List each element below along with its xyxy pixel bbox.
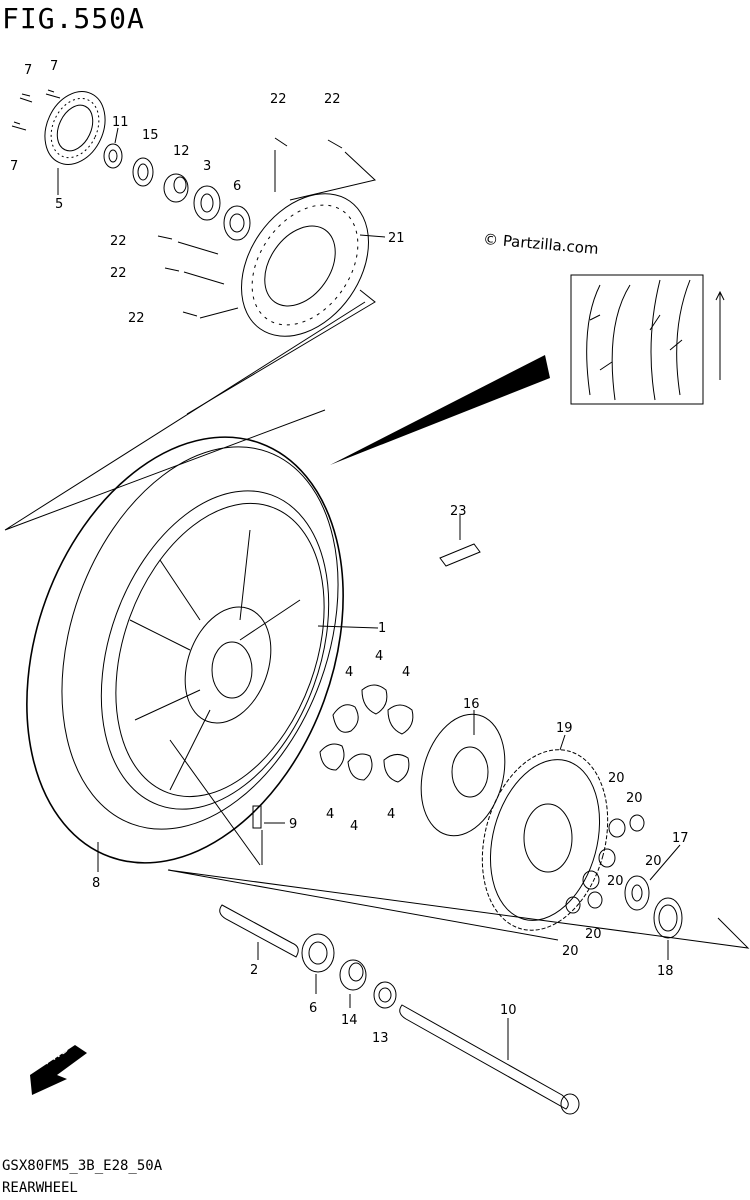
spacer-2 [219,904,299,960]
figure-caption: REARWHEEL [2,1180,78,1196]
balance-weight [439,515,481,567]
callout-11: 11 [112,115,129,130]
collar-12 [163,173,189,203]
callout-13: 13 [372,1031,389,1046]
callout-20-b: 20 [626,791,643,806]
callout-19: 19 [556,721,573,736]
callout-4-c: 4 [402,665,410,680]
callout-7-b: 7 [50,59,58,74]
inset-pointer [330,355,550,465]
callout-22-c: 22 [110,234,127,249]
callout-6-lower: 6 [309,1001,317,1016]
callout-9: 9 [289,817,297,832]
callout-22-b: 22 [324,92,341,107]
figure-code: GSX80FM5_3B_E28_50A [2,1158,163,1174]
callout-18: 18 [657,964,674,979]
valve-stem [252,805,285,829]
tread-inset [570,274,725,405]
sprocket-carrier [420,710,506,837]
callout-4-b: 4 [375,649,383,664]
rear-axle [399,1004,580,1115]
damper-rubbers [319,684,414,783]
callout-23: 23 [450,504,467,519]
callout-20-a: 20 [608,771,625,786]
callout-4-f: 4 [387,807,395,822]
spacer-15 [132,157,154,187]
callout-16: 16 [463,697,480,712]
bearing-17 [624,844,681,911]
collar-14 [339,959,367,1008]
callout-labels: 7 7 7 5 11 15 12 3 6 22 22 21 22 22 22 2… [10,59,689,1046]
abs-ring [44,91,106,165]
callout-3: 3 [203,159,211,174]
callout-14: 14 [341,1013,358,1028]
callout-21: 21 [388,231,405,246]
seal-6-lower [301,933,335,994]
callout-2: 2 [250,963,258,978]
callout-22-a: 22 [270,92,287,107]
callout-7-a: 7 [24,63,32,78]
bearing-13 [373,981,397,1009]
callout-4-e: 4 [350,819,358,834]
callout-8: 8 [92,876,100,891]
callout-20-e: 20 [562,944,579,959]
collar-18 [653,897,683,960]
callout-4-d: 4 [326,807,334,822]
seal-6-upper [223,205,251,241]
brake-disc [241,193,386,337]
callout-20-d: 20 [607,874,624,889]
rear-wheel [4,301,379,872]
bearing-3 [193,185,221,221]
ring-bolts [11,89,61,195]
callout-6-upper: 6 [233,179,241,194]
callout-4-a: 4 [345,665,353,680]
callout-22-e: 22 [128,311,145,326]
callout-5: 5 [55,197,63,212]
callout-20-c: 20 [645,854,662,869]
bearing-11 [103,127,123,169]
axle-guide-lines [167,869,750,949]
callout-22-d: 22 [110,266,127,281]
callout-10: 10 [500,1003,517,1018]
fwd-arrow: FWD [30,1041,87,1095]
disc-bolts [157,137,377,415]
callout-7-c: 7 [10,159,18,174]
callout-17: 17 [672,831,689,846]
sprocket-nuts [565,814,645,914]
figure-title: FIG.550A [2,2,145,35]
callout-12: 12 [173,144,190,159]
rear-sprocket [481,734,609,931]
callout-20-f: 20 [585,927,602,942]
callout-1: 1 [378,621,386,636]
callout-15: 15 [142,128,159,143]
